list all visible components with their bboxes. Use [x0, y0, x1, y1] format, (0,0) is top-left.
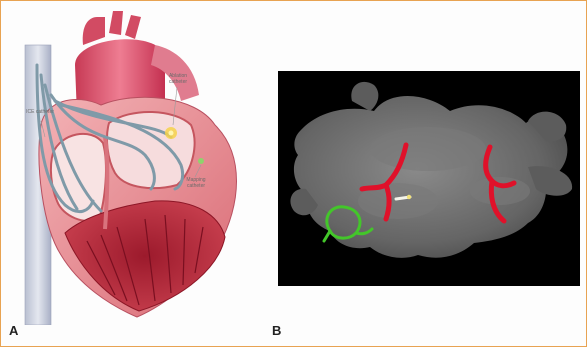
mapping-catheter-label: Mapping catheter [179, 177, 213, 189]
panel-label-a: A [9, 323, 18, 338]
ice-catheter-label: ICE catheter [23, 109, 57, 115]
panel-label-b: B [272, 323, 281, 338]
left-atrium-3d-map [278, 71, 580, 286]
heart-cutaway-drawing [5, 5, 267, 325]
ablation-catheter-label: Ablation catheter [161, 73, 195, 85]
heart-illustration: ICE catheter Ablation catheter Mapping c… [5, 5, 267, 325]
anatomical-map [278, 71, 580, 286]
mapping-tip [198, 158, 204, 164]
septum [105, 137, 107, 229]
